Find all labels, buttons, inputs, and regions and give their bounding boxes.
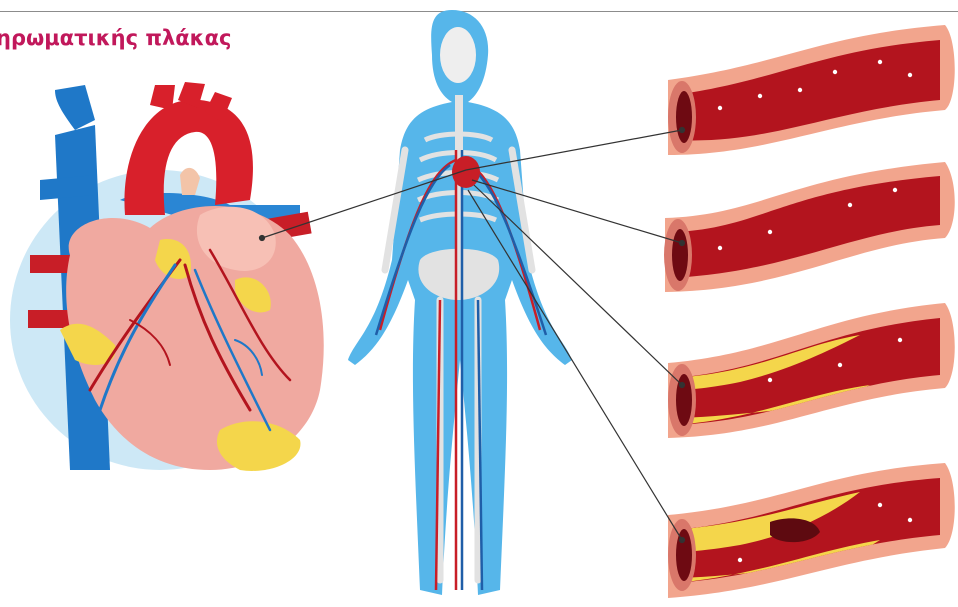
- body-heart: [452, 156, 480, 188]
- vessel-stage-narrowed: [664, 162, 955, 292]
- heart-illustration: [10, 82, 324, 471]
- human-body-illustration: [348, 10, 572, 595]
- vessel-stage-advanced-plaque: [668, 463, 955, 598]
- vessel-stage-early-plaque: [668, 303, 955, 438]
- vessel-stage-normal: [668, 25, 955, 155]
- skull: [440, 27, 476, 83]
